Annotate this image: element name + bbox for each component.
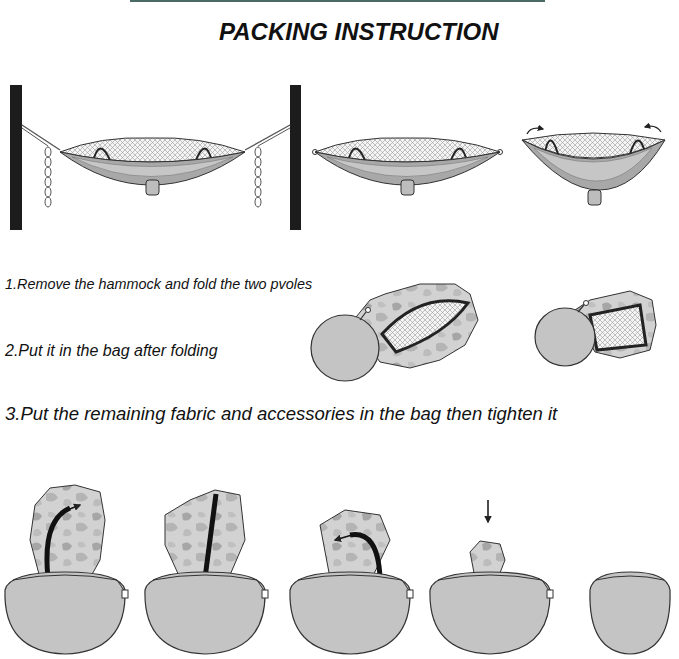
- stuffing-step: [5, 485, 128, 654]
- step-instruction: 2.Put it in the bag after folding: [5, 341, 218, 360]
- hung-hammock: [10, 85, 301, 230]
- folding-hammock: [522, 126, 665, 205]
- top-rule: [130, 0, 545, 2]
- step-instruction: 3.Put the remaining fabric and accessori…: [5, 403, 557, 425]
- folded-bag: [535, 291, 656, 366]
- stuffing-step: [290, 510, 413, 654]
- step-instruction: 1.Remove the hammock and fold the two pv…: [5, 276, 312, 293]
- detached-hammock: [313, 138, 503, 195]
- closed-bag: [590, 572, 670, 654]
- stuffing-step: [145, 490, 268, 654]
- title: PACKING INSTRUCTION: [219, 18, 499, 47]
- stuffing-step: [430, 500, 553, 654]
- folded-bag: [311, 284, 478, 381]
